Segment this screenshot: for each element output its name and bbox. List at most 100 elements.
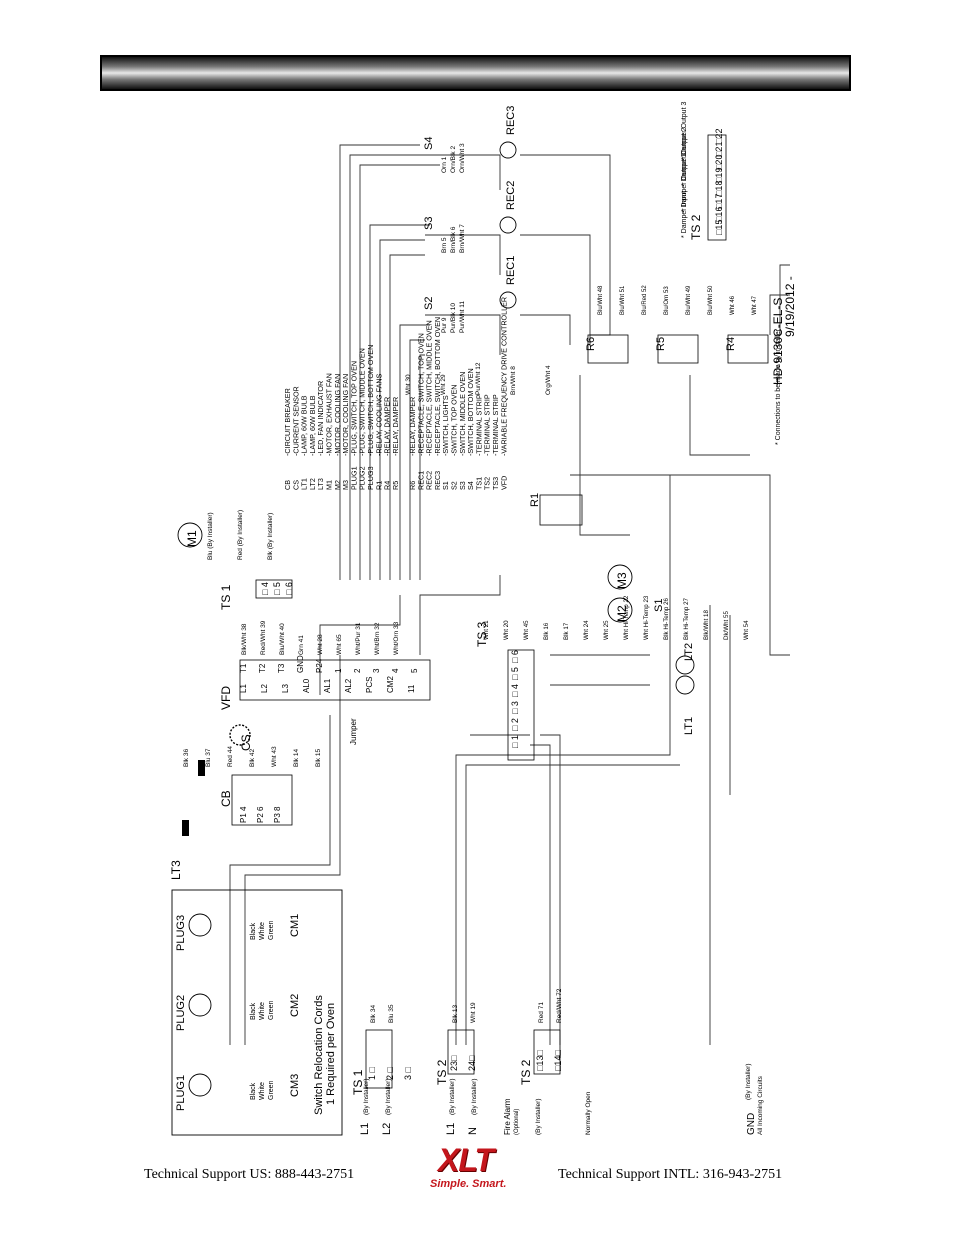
wire-label: Red 71: [538, 1002, 545, 1023]
lt1-icon: [675, 675, 695, 695]
wire-color-label: Black: [250, 1082, 257, 1100]
ts2-terminal: □18: [714, 181, 724, 196]
plug2-label: PLUG2: [175, 995, 187, 1031]
logo-tagline: Simple. Smart.: [430, 1178, 507, 1190]
ts1-bottom-terminal: 1 □: [367, 1066, 377, 1080]
cords-subtitle: 1 Required per Oven: [325, 1003, 337, 1105]
motors: M1 M2 M3 Blu (By Installer)Red (By Insta…: [177, 510, 633, 623]
fire-alarm-installer: (By Installer): [535, 1099, 542, 1135]
wire-label: Wht Hi-Temp 22: [623, 595, 630, 640]
vfd-terminal: CM2: [386, 676, 395, 693]
legend-code: TS2: [483, 477, 492, 490]
wire-label: Wht 21: [483, 620, 490, 640]
vfd-terminal: 5: [410, 668, 419, 673]
ts3-terminal: □ 2: [510, 718, 520, 731]
ts1-terminal: □ 4: [260, 582, 270, 595]
wire-label: Grn 41: [298, 635, 305, 655]
legend-desc: -SWITCH, BOTTOM OVEN: [466, 368, 475, 456]
wire-label: Wht Hi-Temp 23: [643, 595, 650, 640]
vfd-terminal: 2: [353, 668, 362, 673]
wire-color-label: Green: [268, 1000, 275, 1020]
wire-label: Blk 34: [370, 1005, 377, 1023]
cb-box: [231, 774, 293, 826]
wire-label: Wht 47: [752, 295, 758, 315]
wire-label: Blu (By Installer): [207, 512, 214, 560]
wire-label: Blk 15: [315, 749, 322, 767]
lights-group: S1 LT1 LT2: [653, 599, 695, 735]
ts2-top-strip: TS 2 □15* Damper Input□16□17* Damper Out…: [681, 102, 727, 241]
gnd-label: GND: [746, 1113, 757, 1135]
legend-code: R1: [374, 481, 383, 490]
legend-desc: -SWITCH, LIGHTS: [441, 395, 450, 456]
plug3-icon: [188, 913, 212, 937]
fire-alarm-label: Fire Alarm: [503, 1098, 512, 1135]
lt3-connector-icon-2: [198, 760, 205, 776]
damper-label: * Damper Input: [681, 191, 688, 238]
ts1-terminal: □ 6: [284, 582, 294, 595]
legend-code: LT3: [316, 478, 325, 490]
ts2-terminal: □17: [714, 194, 724, 209]
legend-code: M2: [333, 480, 342, 490]
wire-label: Wht 46: [730, 295, 736, 315]
plug3-label: PLUG3: [175, 915, 187, 951]
gnd-group: GND (By Installer) All Incoming Circuits: [745, 1064, 764, 1135]
legend-code: S2: [450, 481, 459, 490]
wire-label: Blk 14: [293, 749, 300, 767]
ts3-terminal: □ 4: [510, 684, 520, 697]
legend-desc: -MOTOR, COOLING FAN: [333, 374, 342, 456]
header-bar: [100, 55, 851, 91]
legend-desc: -PLUG, SWITCH, BOTTOM OVEN: [366, 345, 375, 456]
legend-code: S3: [458, 481, 467, 490]
normally-open-label: Normally Open: [585, 1091, 592, 1135]
legend-desc: -LAMP, 60W BULB: [308, 395, 317, 456]
gnd-installer: (By Installer): [745, 1064, 752, 1100]
wire-label: Blu/Wht 48: [598, 285, 604, 315]
ts1-top-strip: TS 1 □ 4□ 5□ 6: [219, 579, 294, 610]
wire-label: Pur/Wht 11: [459, 301, 466, 333]
m3-icon: [607, 564, 633, 590]
wire-label: Blk/Wht 18: [703, 610, 710, 640]
r6-box: [587, 334, 629, 364]
legend-desc: -TERMINAL STRIP: [491, 394, 500, 456]
title-block: HD-9130C-EL-S 9/19/2012 -: [771, 276, 797, 385]
legend-desc: -SWITCH, TOP OVEN: [450, 385, 459, 457]
wire-label: Red (By Installer): [237, 510, 244, 560]
vfd-terminal: GND: [296, 655, 305, 673]
wire-label: Blk 36: [183, 749, 190, 767]
legend-desc: -TERMINAL STRIP: [483, 394, 492, 456]
legend-desc: -RELAY, DAMPER: [383, 397, 392, 456]
legend-code: REC2: [425, 471, 434, 490]
wire-label: Blk 16: [543, 622, 550, 640]
ts1-bottom-terminal: 2 □: [385, 1066, 395, 1080]
wire-label: Red/Wht 39: [260, 620, 267, 655]
wire-color-label: Green: [268, 920, 275, 940]
wire-label: Blk 13: [452, 1005, 459, 1023]
vfd-terminal: 1: [334, 668, 343, 673]
s1-label: S1: [653, 599, 665, 612]
legend-desc: -RELAY, COOLING FANS: [374, 373, 383, 456]
wire-label: Blk 42: [249, 749, 256, 767]
vfd-terminal: 11: [407, 684, 416, 693]
ts1-bottom-label: TS 1: [351, 1069, 365, 1095]
legend-code: PLUG2: [358, 466, 367, 490]
ts3-terminal: □ 5: [510, 667, 520, 680]
svg-text:REC1: REC1: [505, 256, 517, 285]
s4-label: S4: [423, 137, 435, 150]
legend-code: S1: [441, 481, 450, 490]
installer-note: * Connections to be made by installer: [775, 328, 782, 445]
legend-code: M1: [325, 480, 334, 490]
ts3-terminal: □ 6: [510, 650, 520, 663]
wire-label: Wht 29: [440, 374, 447, 395]
m2-icon: [607, 597, 633, 623]
legend-code: R5: [391, 481, 400, 490]
wire-label: Brn/Wht 7: [459, 224, 466, 253]
legend-desc: -RELAY, DAMPER: [391, 397, 400, 456]
ts1-top-label: TS 1: [219, 584, 233, 610]
wire-label: Pur/Blk 10: [450, 303, 457, 333]
